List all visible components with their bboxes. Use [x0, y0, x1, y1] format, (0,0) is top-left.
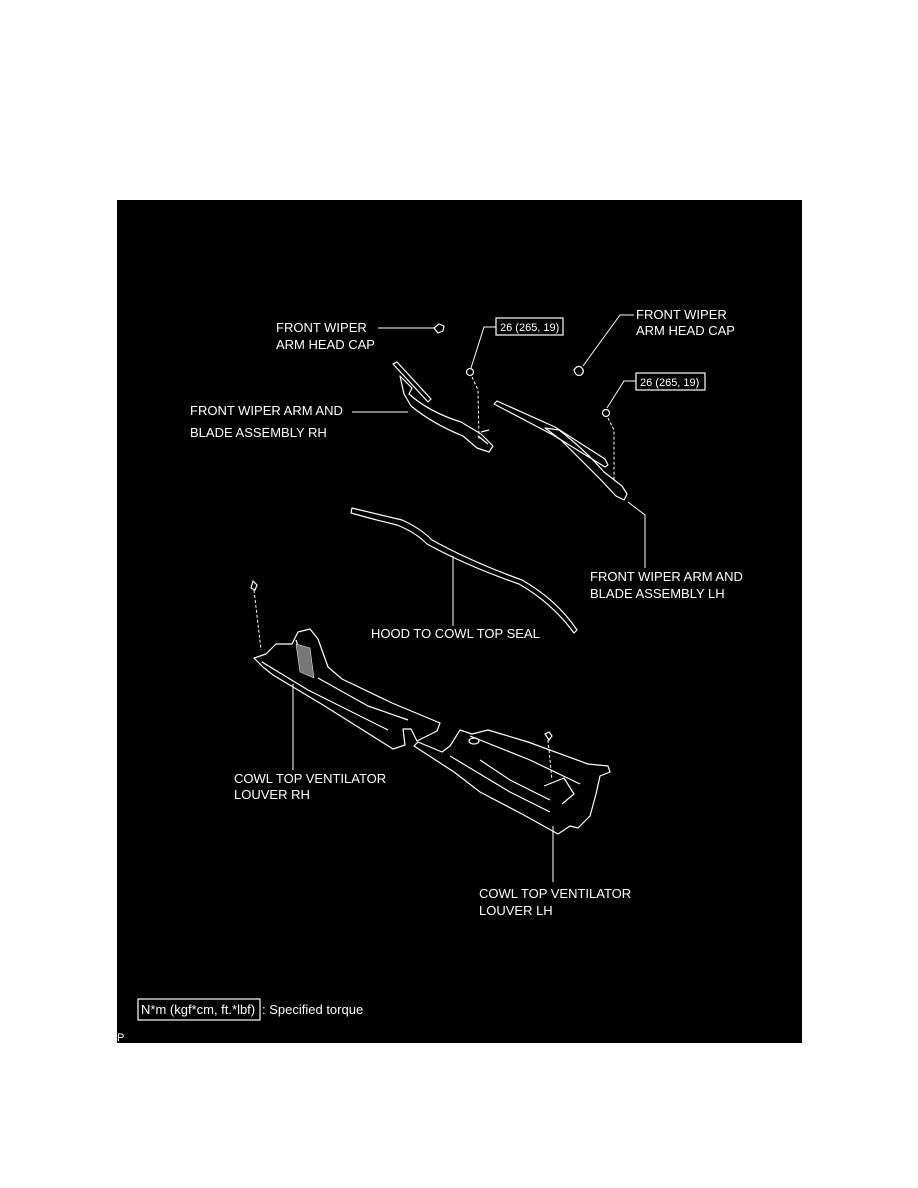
- torque-callout-lh: 26 (265, 19): [601, 372, 706, 480]
- label-text: LOUVER RH: [234, 787, 310, 802]
- torque-value: 26 (265, 19): [640, 377, 699, 389]
- corner-mark: P: [117, 1032, 124, 1044]
- nut-icon: [601, 408, 611, 418]
- label-text: BLADE ASSEMBLY RH: [190, 425, 327, 440]
- cowl-louver-lh: COWL TOP VENTILATOR LOUVER LH: [413, 729, 631, 918]
- label-text: COWL TOP VENTILATOR: [234, 771, 386, 786]
- label-text: FRONT WIPER ARM AND: [190, 403, 343, 418]
- diagram-panel: [117, 200, 802, 1043]
- hood-to-cowl-top-seal: HOOD TO COWL TOP SEAL: [350, 507, 578, 641]
- nut-icon: [465, 367, 475, 377]
- label-text: HOOD TO COWL TOP SEAL: [371, 626, 540, 641]
- head-cap-rh: [433, 323, 445, 334]
- label-text: FRONT WIPER: [636, 307, 727, 322]
- label-text: ARM HEAD CAP: [276, 337, 375, 352]
- head-cap-lh-callout: FRONT WIPER ARM HEAD CAP: [573, 307, 735, 377]
- label-text: FRONT WIPER ARM AND: [590, 569, 743, 584]
- label-text: COWL TOP VENTILATOR: [479, 886, 631, 901]
- legend-unit: N*m (kgf*cm, ft.*lbf): [141, 1002, 255, 1017]
- label-text: ARM HEAD CAP: [636, 323, 735, 338]
- head-cap-rh-callout: FRONT WIPER ARM HEAD CAP: [276, 320, 445, 352]
- torque-callout-rh: 26 (265, 19): [465, 317, 564, 441]
- legend-description: : Specified torque: [262, 1002, 363, 1017]
- wiper-arm-lh: FRONT WIPER ARM AND BLADE ASSEMBLY LH: [493, 400, 743, 601]
- cowl-louver-rh: COWL TOP VENTILATOR LOUVER RH: [234, 580, 441, 802]
- label-text: LOUVER LH: [479, 903, 553, 918]
- label-text: FRONT WIPER: [276, 320, 367, 335]
- label-text: BLADE ASSEMBLY LH: [590, 586, 725, 601]
- torque-value: 26 (265, 19): [500, 322, 559, 334]
- torque-legend: N*m (kgf*cm, ft.*lbf) : Specified torque: [137, 998, 363, 1021]
- wiper-arm-rh: FRONT WIPER ARM AND BLADE ASSEMBLY RH: [190, 361, 494, 453]
- head-cap-lh: [573, 365, 584, 377]
